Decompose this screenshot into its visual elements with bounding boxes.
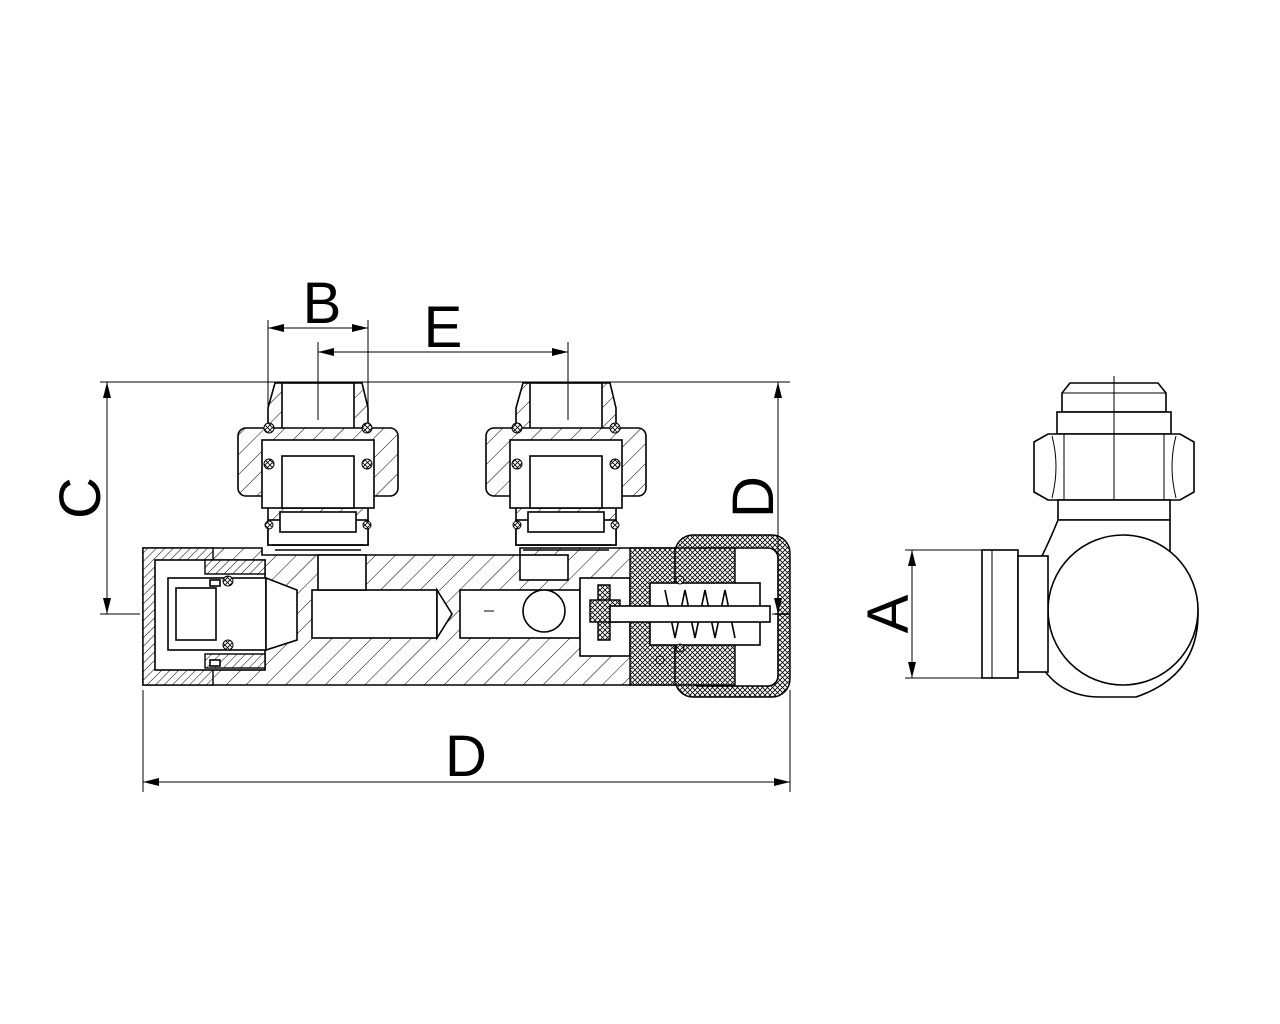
left-connector [237,382,399,551]
right-riser [519,554,569,581]
end-view-port [1047,534,1199,686]
label-e: E [424,295,463,360]
channel-tip [436,587,453,641]
label-c: C [48,477,113,519]
flow-channel [311,589,438,639]
dimension-b: B [268,271,368,336]
left-oring-bottom [222,639,234,651]
dimensions-section: B E C D D [48,271,791,792]
end-view-outlet [981,549,1019,679]
dimension-d-horizontal: D [143,724,790,789]
dimension-d-vertical: D [721,382,786,614]
dimension-e: E [318,295,568,360]
end-view-neck [1057,499,1171,521]
left-oring-top [222,575,234,587]
dimension-a: A [856,549,982,679]
label-d-horizontal: D [445,724,487,789]
label-a: A [856,594,921,633]
label-d-vertical: D [721,476,786,518]
left-riser [317,554,367,591]
left-plug-tip [265,576,298,652]
thermostatic-insert [579,534,791,698]
cross-bore [522,589,566,633]
dimension-c: C [48,382,113,614]
right-connector [485,382,647,551]
label-b: B [303,271,342,336]
end-view: A [856,376,1199,698]
section-view [142,382,791,698]
left-thread-top [204,559,266,575]
